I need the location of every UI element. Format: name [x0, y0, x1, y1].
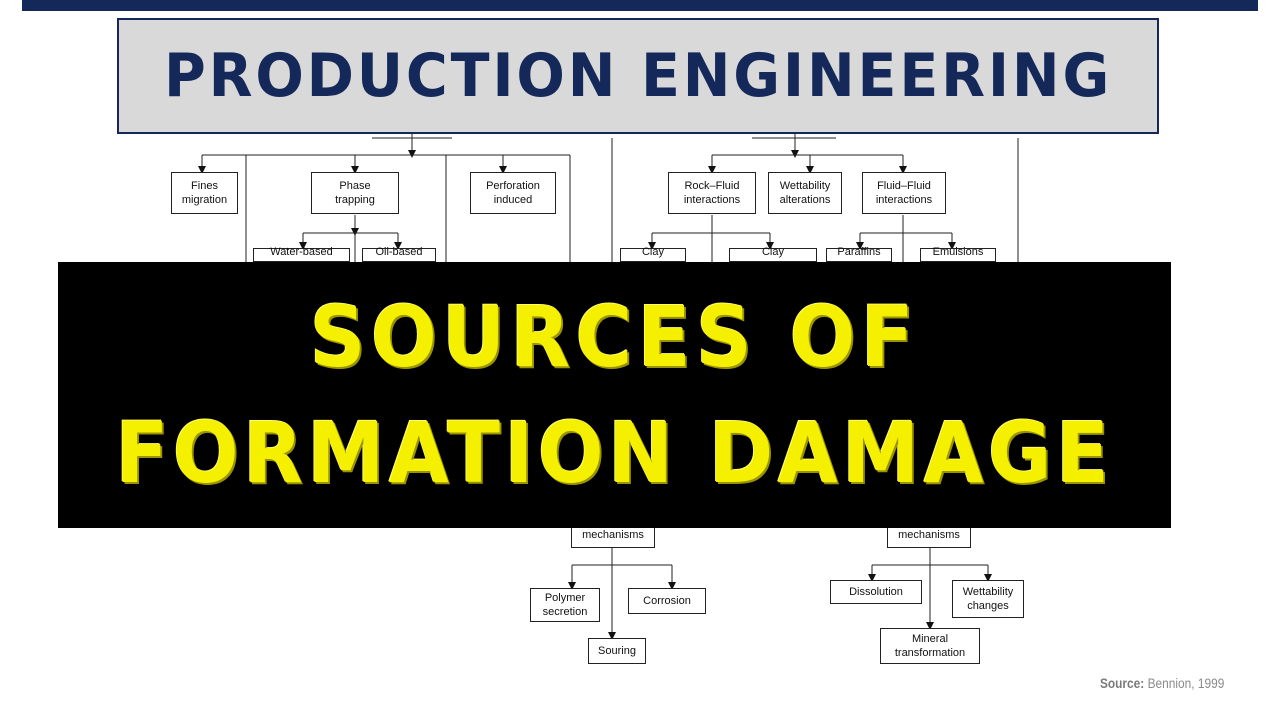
node-corrosion: Corrosion	[628, 588, 706, 614]
page-title: PRODUCTION ENGINEERING	[163, 41, 1113, 111]
node-dissolution: Dissolution	[830, 580, 922, 604]
source-caption: Source: Bennion, 1999	[1100, 675, 1224, 691]
headline-line-2: FORMATION DAMAGE	[115, 404, 1114, 502]
headline-line-1: SOURCES OF	[309, 288, 920, 386]
node-water-based: Water-based	[253, 246, 350, 262]
node-mineral-transformation: Mineral transformation	[880, 628, 980, 664]
node-fluid-fluid-interactions: Fluid–Fluid interactions	[862, 172, 946, 214]
top-accent-bar	[22, 0, 1258, 11]
node-wettability-alterations: Wettability alterations	[768, 172, 842, 214]
node-paraffins: Paraffins	[826, 246, 892, 262]
node-perforation-induced: Perforation induced	[470, 172, 556, 214]
node-emulsions: Emulsions	[920, 246, 996, 262]
node-wettability-changes: Wettability changes	[952, 580, 1024, 618]
node-rock-fluid-interactions: Rock–Fluid interactions	[668, 172, 756, 214]
node-souring: Souring	[588, 638, 646, 664]
node-fines-migration: Fines migration	[171, 172, 238, 214]
node-clay-1: Clay	[620, 246, 686, 262]
node-phase-trapping: Phase trapping	[311, 172, 399, 214]
node-mechanisms-right: mechanisms	[887, 528, 971, 548]
source-label: Source:	[1099, 675, 1144, 691]
title-box: PRODUCTION ENGINEERING	[117, 18, 1159, 134]
node-oil-based: Oil-based	[362, 246, 436, 262]
node-polymer-secretion: Polymer secretion	[530, 588, 600, 622]
source-text: Bennion, 1999	[1147, 675, 1224, 691]
node-mechanisms-left: mechanisms	[571, 528, 655, 548]
node-clay-2: Clay	[729, 246, 817, 262]
headline-banner: SOURCES OF FORMATION DAMAGE	[58, 262, 1171, 528]
